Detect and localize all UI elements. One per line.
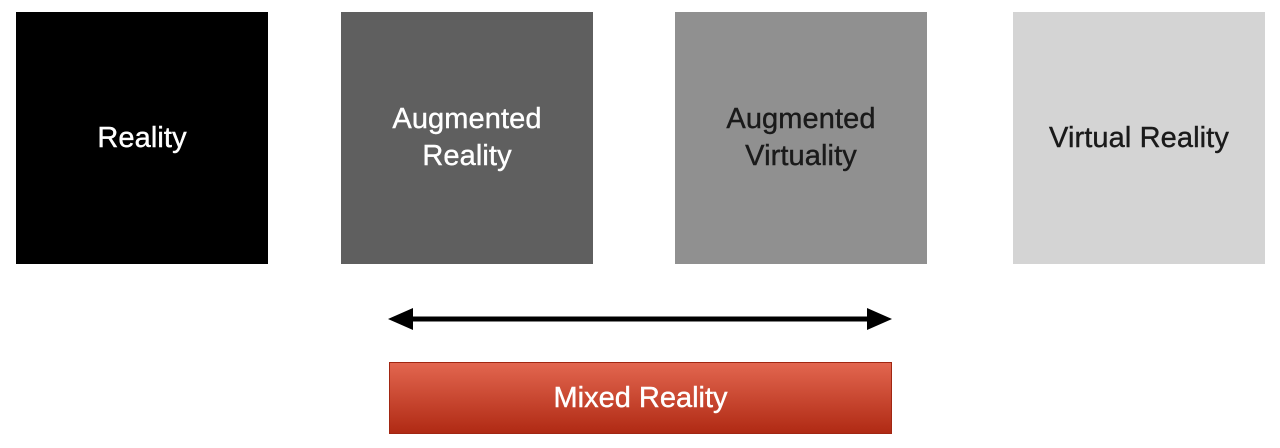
- augmented-virtuality-label: Augmented Virtuality: [726, 103, 876, 172]
- mixed-reality-bar: Mixed Reality: [389, 362, 892, 434]
- mixed-reality-label: Mixed Reality: [553, 381, 728, 414]
- reality-label: Reality: [97, 121, 187, 154]
- reality-box: Reality: [16, 12, 268, 264]
- virtual-reality-label: Virtual Reality: [1049, 121, 1229, 154]
- virtual-reality-box: Virtual Reality: [1013, 12, 1265, 264]
- double-headed-arrow-icon: [388, 308, 892, 330]
- augmented-reality-label: Augmented Reality: [392, 103, 542, 172]
- arrow-head-left: [388, 308, 413, 330]
- augmented-virtuality-box: Augmented Virtuality: [675, 12, 927, 264]
- augmented-reality-box: Augmented Reality: [341, 12, 593, 264]
- arrow-head-right: [867, 308, 892, 330]
